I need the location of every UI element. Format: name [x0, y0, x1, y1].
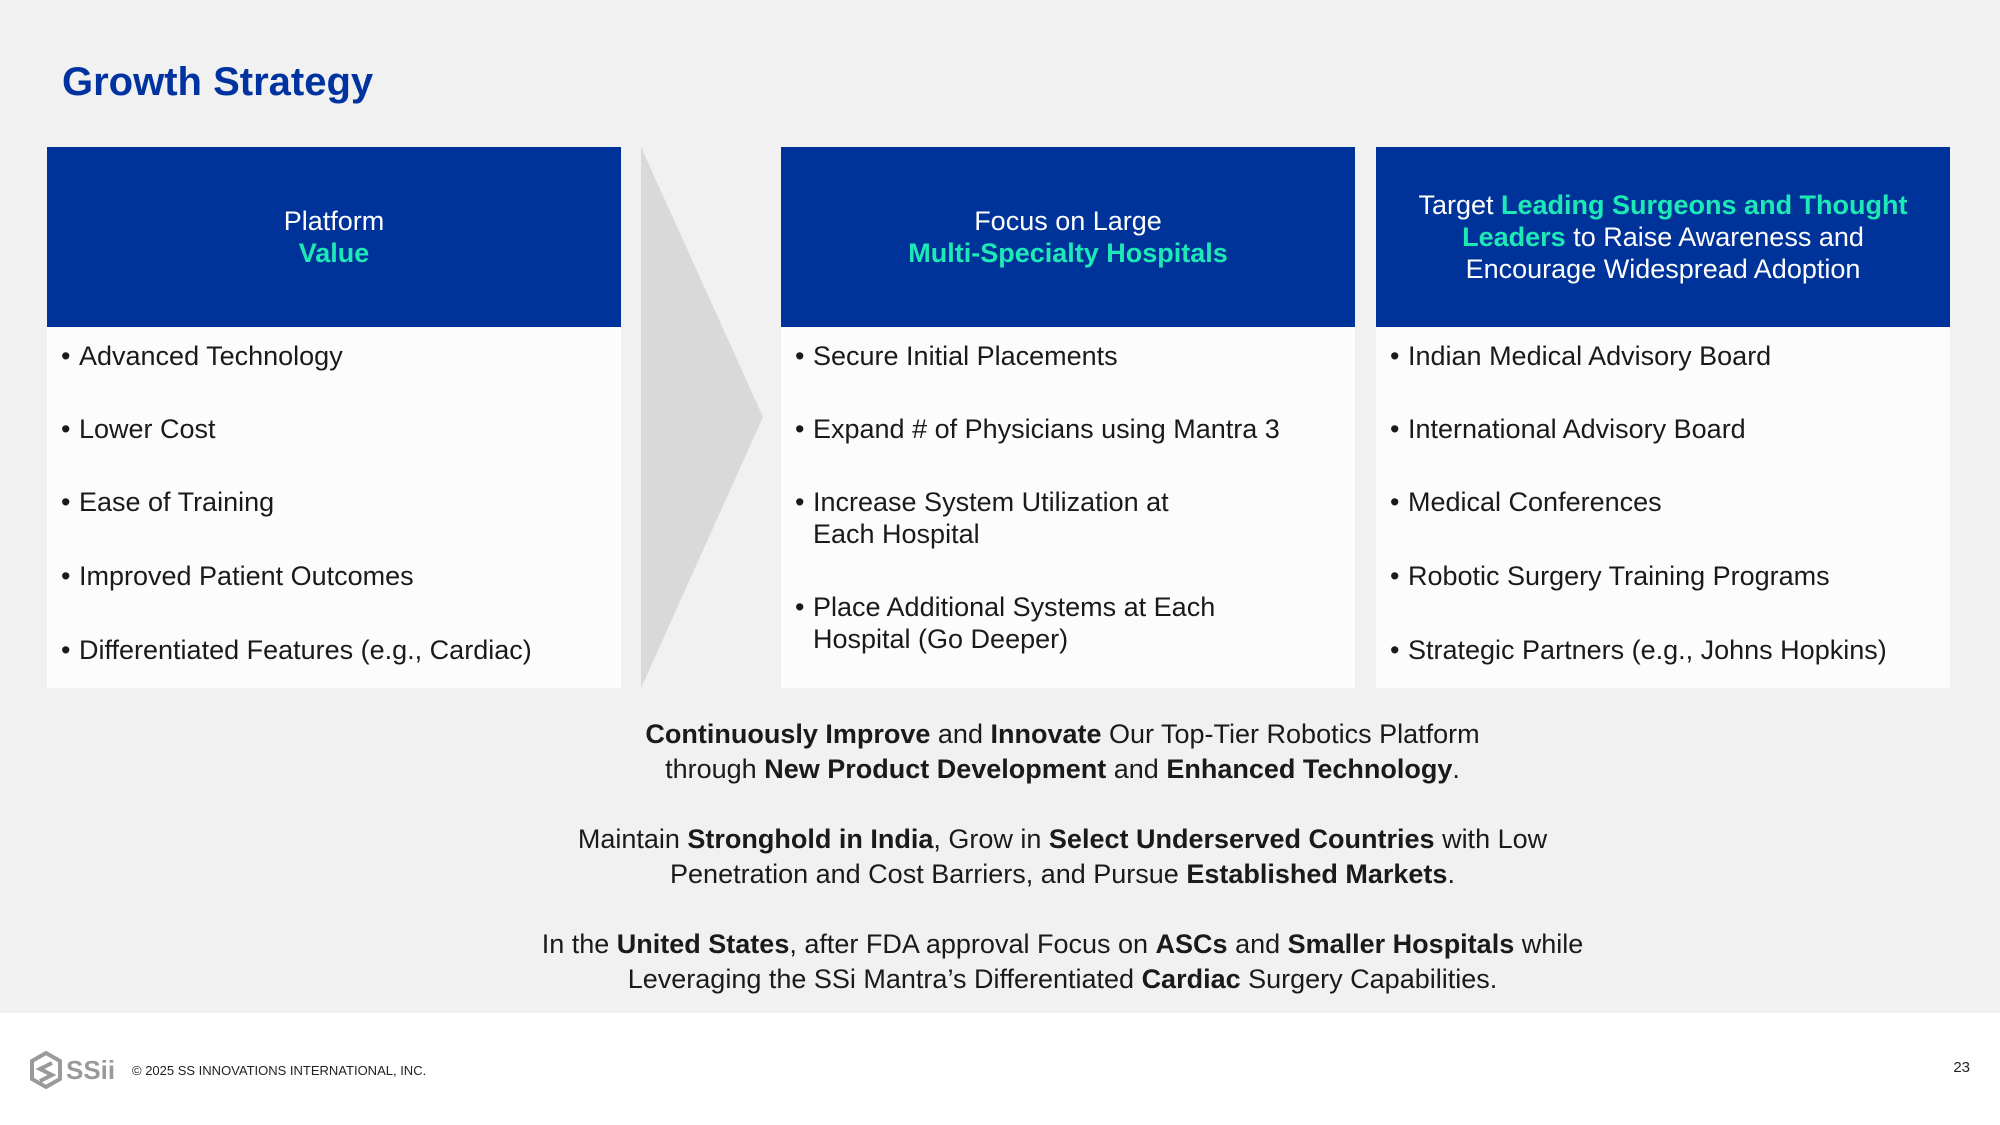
copyright: © 2025 SS INNOVATIONS INTERNATIONAL, INC… — [132, 1063, 427, 1078]
list-item: Ease of Training — [61, 486, 611, 518]
list-item: Advanced Technology — [61, 340, 611, 372]
page-title: Growth Strategy — [62, 60, 374, 104]
column-platform-value: Platform Value Advanced Technology Lower… — [47, 147, 621, 688]
company-logo: SSii — [30, 1051, 115, 1089]
column-header: Platform Value — [47, 147, 621, 327]
statement-markets: Maintain Stronghold in India, Grow in Se… — [577, 824, 1548, 889]
header-text: Focus on Large — [974, 206, 1162, 236]
statement-innovate: Continuously Improve and Innovate Our To… — [645, 719, 1480, 784]
logo-icon — [30, 1051, 62, 1089]
list-item: Differentiated Features (e.g., Cardiac) — [61, 634, 611, 666]
list-item: Indian Medical Advisory Board — [1390, 340, 1940, 372]
page-number: 23 — [1953, 1059, 1970, 1076]
footer: SSii © 2025 SS INNOVATIONS INTERNATIONAL… — [0, 1013, 2000, 1125]
column-header: Target Leading Surgeons and Thought Lead… — [1376, 147, 1950, 327]
logo-text: SSii — [66, 1054, 116, 1085]
column-surgeons: Target Leading Surgeons and Thought Lead… — [1376, 147, 1950, 688]
list-item: Robotic Surgery Training Programs — [1390, 560, 1940, 592]
column-header: Focus on Large Multi-Specialty Hospitals — [781, 147, 1355, 327]
list-item: Increase System Utilization at Each Hosp… — [795, 486, 1215, 550]
list-item: Lower Cost — [61, 413, 611, 445]
list-item: International Advisory Board — [1390, 413, 1940, 445]
list-item: Improved Patient Outcomes — [61, 560, 611, 592]
list-item: Expand # of Physicians using Mantra 3 — [795, 413, 1345, 445]
header-text: Platform — [283, 206, 385, 236]
statement-us: In the United States, after FDA approval… — [541, 929, 1584, 994]
list-item: Medical Conferences — [1390, 486, 1940, 518]
list-item: Secure Initial Placements — [795, 340, 1345, 372]
list-item: Place Additional Systems at Each Hospita… — [795, 591, 1255, 655]
header-accent: Value — [298, 238, 370, 268]
column-hospitals: Focus on Large Multi-Specialty Hospitals… — [781, 147, 1355, 688]
header-text: Target Leading Surgeons and Thought Lead… — [1418, 190, 1908, 284]
chevron-arrow-icon — [641, 147, 763, 688]
list-item: Strategic Partners (e.g., Johns Hopkins) — [1390, 634, 1940, 666]
header-accent: Multi-Specialty Hospitals — [908, 238, 1228, 268]
